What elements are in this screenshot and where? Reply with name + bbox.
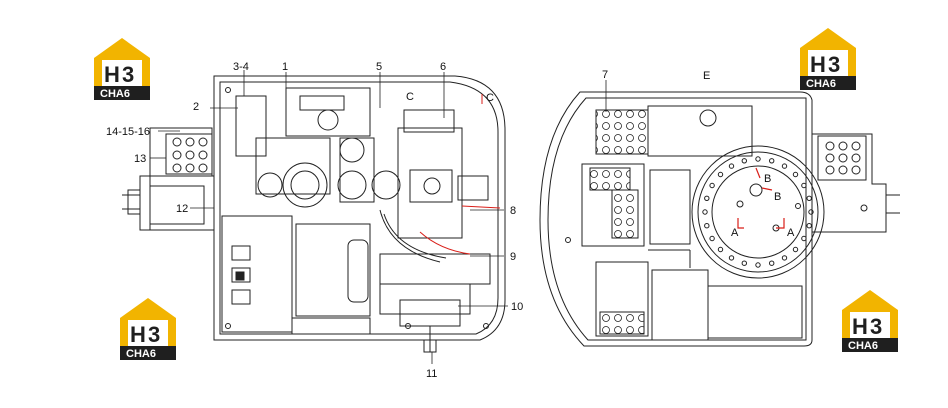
left-view [122,75,506,353]
callout-14-15-16: 14-15-16 [106,126,150,138]
logo-digit: 3 [122,62,134,87]
bolt-hole [769,158,775,164]
logo-bottom-right: H 3 CHA6 [842,290,898,352]
callout-5: 5 [376,61,382,73]
callout-11: 11 [426,368,437,380]
bolt-hole [792,171,799,178]
logo-top-left: H 3 CHA6 [94,38,150,100]
logo-caption: CHA6 [126,348,156,360]
logo-caption: CHA6 [848,340,878,352]
bolt-hole [801,182,807,189]
logo-top-right: H 3 CHA6 [800,28,856,90]
right-red-markers [737,167,785,229]
right-hole-pad [825,141,861,175]
bolt-hole [728,255,735,261]
bolt-hole [741,260,747,266]
bolt-hole [709,235,715,242]
callout-10: 10 [511,301,523,313]
left-leaders [150,70,508,364]
left-hole-pad [172,137,208,173]
logo-mark: H [810,52,826,77]
bolt-hole [717,171,724,178]
bolt-hole [704,223,710,229]
callout-2: 2 [193,101,199,113]
callout-C-inner: C [406,91,414,103]
callout-7: 7 [602,69,608,81]
bolt-hole [704,195,710,202]
bolt-hole [717,246,724,253]
bolt-hole [769,260,775,266]
logo-digit: 3 [828,52,840,77]
bolt-hole [801,235,807,242]
right-view [539,91,900,347]
logo-mark: H [104,62,120,87]
logo-caption: CHA6 [100,88,130,100]
slewing-ring-bolts [702,156,814,268]
bolt-hole [806,223,812,229]
logo-mark: H [852,314,868,339]
bolt-hole [808,209,814,215]
callout-1: 1 [282,61,288,73]
bolt-hole [702,209,708,215]
callout-A-left: A [731,227,739,239]
callout-B-lower: B [774,191,781,203]
logo-mark: H [130,322,146,347]
bolt-hole [728,163,735,169]
callout-3-4: 3-4 [233,61,249,73]
callout-A-right: A [787,227,795,239]
right-callout-labels: 7 E B B A A [602,69,795,239]
bolt-hole [781,163,788,169]
callout-6: 6 [440,61,446,73]
left-callout-labels: 1 2 3-4 5 6 8 9 10 11 12 13 14-15-16 C C [106,61,523,380]
left-red-lines [419,94,501,255]
callout-12: 12 [176,203,188,215]
callout-B-upper: B [764,173,771,185]
callout-C-outer: C [486,92,494,104]
callout-9: 9 [510,251,516,263]
bolt-hole [709,182,715,189]
logo-bottom-left: H 3 CHA6 [120,298,176,360]
bolt-hole [755,262,761,268]
bolt-hole [781,255,788,261]
callout-13: 13 [134,153,146,165]
bolt-hole [806,195,812,202]
bolt-hole [792,246,799,253]
callout-E: E [703,70,710,82]
logo-digit: 3 [870,314,882,339]
callout-8: 8 [510,205,516,217]
bolt-hole [755,156,761,162]
bolt-hole [741,158,747,164]
logo-digit: 3 [148,322,160,347]
logo-caption: CHA6 [806,78,836,90]
